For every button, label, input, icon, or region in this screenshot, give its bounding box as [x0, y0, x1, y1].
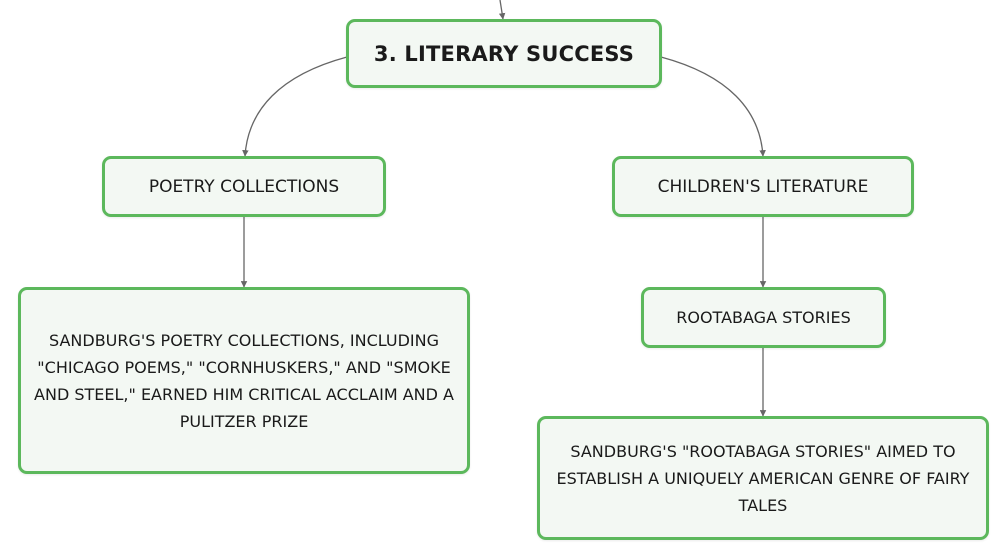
node-rootabaga-stories-detail-text: SANDBURG'S "ROOTABAGA STORIES" AIMED TO …	[556, 441, 970, 515]
node-rootabaga-stories[interactable]: ROOTABAGA STORIES	[641, 287, 886, 348]
node-childrens-literature[interactable]: CHILDREN'S LITERATURE	[612, 156, 914, 217]
node-poetry-collections-detail-text: SANDBURG'S POETRY COLLECTIONS, INCLUDING…	[34, 330, 454, 431]
node-childrens-literature-label: CHILDREN'S LITERATURE	[657, 176, 869, 197]
node-poetry-collections[interactable]: POETRY COLLECTIONS	[102, 156, 386, 217]
connector-root-to-poetry	[242, 56, 348, 157]
connector-incoming-root	[498, 0, 506, 20]
connector-root-to-children	[660, 56, 766, 157]
node-poetry-collections-label: POETRY COLLECTIONS	[148, 176, 340, 197]
root-node-label: 3. LITERARY SUCCESS	[373, 41, 635, 66]
node-rootabaga-stories-detail[interactable]: SANDBURG'S "ROOTABAGA STORIES" AIMED TO …	[537, 416, 989, 540]
node-poetry-collections-detail[interactable]: SANDBURG'S POETRY COLLECTIONS, INCLUDING…	[18, 287, 470, 474]
node-rootabaga-stories-label: ROOTABAGA STORIES	[676, 308, 851, 327]
root-node[interactable]: 3. LITERARY SUCCESS	[346, 19, 662, 88]
